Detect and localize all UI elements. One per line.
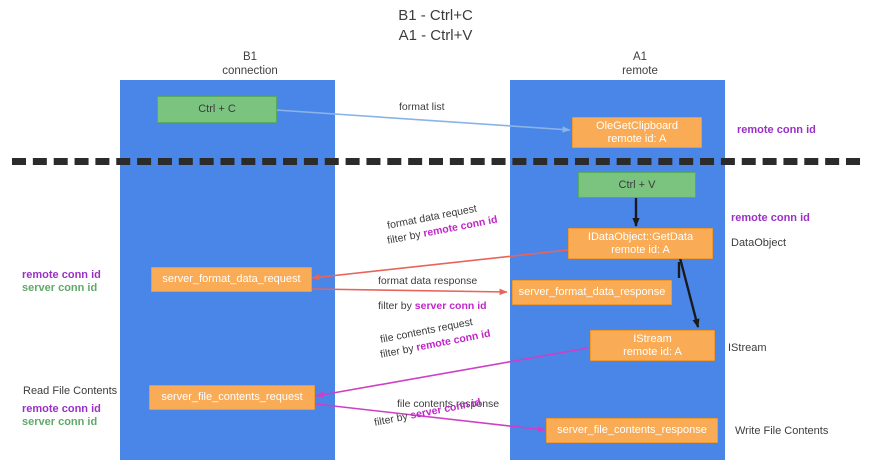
annotation-istream: IStream: [728, 342, 767, 354]
edge-label-file-contents-response: file contents response filter by server …: [373, 396, 500, 430]
annotation-left-remote-conn-id: remote conn id: [22, 269, 101, 281]
node-server-file-contents-request[interactable]: server_file_contents_request: [149, 385, 315, 410]
node-ctrl-c[interactable]: Ctrl + C: [157, 96, 277, 123]
edge-label-format-data-response-key: server conn id: [414, 300, 487, 312]
node-istream[interactable]: IStream remote id: A: [590, 330, 715, 361]
edge-label-format-data-response-prefix: filter by: [378, 300, 415, 312]
phase-divider: [12, 158, 860, 165]
edge-label-file-contents-request: file contents request filter by remote c…: [379, 316, 491, 362]
annotation-left-server-conn-id-2: server conn id: [22, 416, 98, 428]
edge-label-format-data-request: format data request filter by remote con…: [386, 203, 498, 248]
edge-label-format-data-response: format data response filter by server co…: [378, 274, 487, 313]
annotation-read-file-contents: Read File Contents: [23, 385, 118, 397]
node-ctrl-v[interactable]: Ctrl + V: [578, 172, 696, 198]
diagram-title: B1 - Ctrl+C A1 - Ctrl+V: [398, 7, 473, 44]
annotation-left-remote-conn-id-2: remote conn id: [22, 403, 101, 415]
column-header-left: B1 connection: [222, 51, 278, 77]
edge-label-format-data-response-line1: format data response: [378, 275, 478, 287]
annotation-remote-conn-id-top: remote conn id: [737, 124, 816, 136]
node-olegetclipboard[interactable]: OleGetClipboard remote id: A: [572, 117, 702, 148]
node-idataobject-getdata[interactable]: IDataObject::GetData remote id: A: [568, 228, 713, 259]
node-server-file-contents-response[interactable]: server_file_contents_response: [546, 418, 718, 443]
node-server-format-data-request[interactable]: server_format_data_request: [151, 267, 312, 292]
annotation-dataobject: DataObject: [731, 237, 787, 249]
edge-label-file-contents-response-line1: file contents response: [397, 398, 500, 410]
annotation-left-server-conn-id: server conn id: [22, 282, 98, 294]
node-server-format-data-response[interactable]: server_format_data_response: [512, 280, 672, 305]
column-header-right: A1 remote: [622, 51, 658, 77]
edge-label-file-contents-response-prefix: filter by: [373, 409, 412, 429]
annotation-remote-conn-id-mid: remote conn id: [731, 212, 810, 224]
edge-label-format-list: format list: [399, 101, 445, 113]
annotation-write-file-contents: Write File Contents: [735, 425, 829, 437]
